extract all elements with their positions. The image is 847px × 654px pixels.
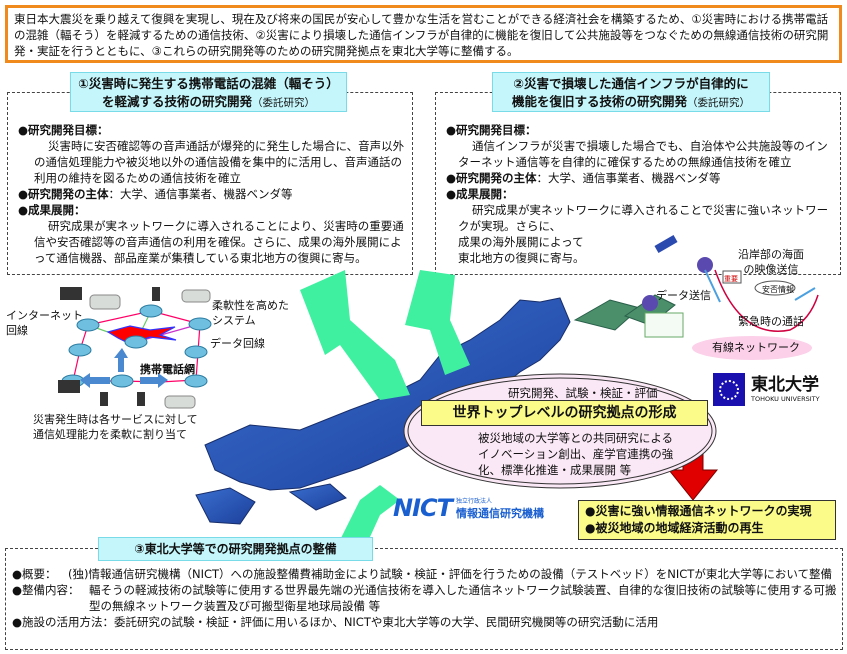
tohoku-name: 東北大学 [751,375,819,395]
box1-title: ①災害時に発生する携帯電話の混雑（輻そう） を軽減する技術の研究開発（委託研究） [70,72,347,112]
results-box: ●災害に強い情報通信ネットワークの実現 ●被災地域の地域経済活動の再生 [578,500,836,540]
emergency-call-label: 緊急時の通話 [738,315,804,328]
box3-title: ③東北大学等での研究開発拠点の整備 [98,537,373,561]
nict-logo: NICT 独立行政法人 情報通信研究機構 [393,494,544,522]
data-line-label: データ回線 [210,337,265,350]
box3-frame [5,548,843,650]
result-item: ●災害に強い情報通信ネットワークの実現 [585,504,812,518]
box1-actor-text: ：大学、通信事業者、機器ベンダ等 [108,187,293,201]
box1-goal-label: ●研究開発目標： [18,123,109,137]
flexible-system-label: 柔軟性を高めたシステム [212,299,289,327]
network-caption-line1: 災害発生時は各サービスに対して [33,413,198,426]
result-item: ●被災地域の地域経済活動の再生 [585,521,764,535]
box2-goal-text: 通信インフラが災害で損壊した場合でも、自治体や公共施設等のインターネット通信等を… [458,139,828,169]
mobile-network-label: 携帯電話網 [140,363,195,376]
box2-outcome-label: ●成果展開： [446,187,514,201]
wireless-diagram [642,235,819,360]
box1-outcome-text: 研究成果が実ネットワークに導入されることにより、災害時の重要通信や安否確認等の音… [34,219,404,265]
usage-text: 委託研究の試験・検証・評価に用いるほか、NICTや東北大学等の大学、民間研究機関… [114,615,659,629]
arrow-from-box3 [340,485,400,548]
phone-icons [89,289,211,409]
intro-summary: 東日本大震災を乗り越えて復興を実現し、現在及び将来の国民が安心して豊かな生活を営… [5,5,842,63]
box2-title-note: （委託研究） [687,97,750,109]
nict-sub1: 独立行政法人 [456,497,493,505]
box2-body: ●研究開発目標： 通信インフラが災害で損壊した場合でも、自治体や公共施設等のイン… [446,122,836,266]
box2-outcome-text1: 研究成果が実ネットワークに導入されることで災害に強いネットワークが実現。さらに、 [458,203,829,233]
internet-line-label: インターネット回線 [6,309,83,337]
important-tag: 重要 [724,275,738,283]
content-label: ●整備内容： [12,583,80,597]
building-icon [644,312,684,338]
box2-outcome-text3: 東北地方の復興に寄与。 [458,251,585,265]
box1-body: ●研究開発目標： 災害時に安否確認等の音声通話が爆発的に発生した場合に、音声以外… [18,122,408,266]
hub-bottom-text: 被災地域の大学等との共同研究によるイノベーション創出、産学官連携の強化、標準化推… [478,431,674,477]
coastal-video-label: 沿岸部の海面の映像送信 [738,248,804,276]
usage-label: ●施設の活用方法： [12,615,115,629]
overview-text: (独)情報通信研究機構（NICT）への施設整備費補助金により試験・検証・評価を行… [68,567,832,581]
green-arrows [300,270,470,548]
flow-arrows [80,348,168,388]
network-caption-line2: 通信処理能力を柔軟に割り当て [33,428,187,441]
box2-goal-label: ●研究開発目標： [446,123,537,137]
dish-icon [642,295,658,311]
box2-title-line1: ②災害で損壊した通信インフラが自律的に [513,76,749,91]
arrow-from-box2 [405,270,470,375]
wired-network-label: 有線ネットワーク [712,341,800,354]
hub-top-text: 研究開発、試験・検証・評価 [508,386,658,400]
box2-outcome-text2: 成果の海外展開によって [458,235,584,249]
arrow-from-box1 [300,270,410,400]
hub-title: 世界トップレベルの研究拠点の形成 [421,400,708,426]
box2-actor-label: ●研究開発の主体 [446,171,537,185]
tohoku-emblem-icon [713,373,745,406]
box1-title-note: （委託研究） [252,97,315,109]
data-transmission-label: データ送信 [656,289,711,302]
safety-info-label: 安否情報 [762,285,794,294]
nict-mark: NICT [393,494,453,522]
box1-title-line2: を軽減する技術の研究開発 [101,94,252,109]
device-icons [58,287,160,406]
japan-map [195,294,676,525]
box1-outcome-label: ●成果展開： [18,203,86,217]
box1-actor-label: ●研究開発の主体 [18,187,109,201]
content-text: 輻そうの軽減技術の試験等に使用する世界最先端の光通信技術を導入した通信ネットワー… [89,583,837,613]
box2-title: ②災害で損壊した通信インフラが自律的に 機能を復旧する技術の研究開発（委託研究） [492,72,770,112]
satellite-icon [654,235,678,253]
box2-title-line2: 機能を復旧する技術の研究開発 [511,94,687,109]
tohoku-university-logo: 東北大学 TOHOKU UNIVERSITY [713,373,820,406]
box1-title-line1: ①災害時に発生する携帯電話の混雑（輻そう） [78,76,339,91]
overview-label: ●概要： [12,567,57,581]
dish-icon [697,257,713,273]
tohoku-english: TOHOKU UNIVERSITY [751,395,820,403]
nict-sub2: 情報通信研究機構 [456,506,544,520]
box3-body: ●概要： (独)情報通信研究機構（NICT）への施設整備費補助金により試験・検証・… [12,566,838,630]
box2-actor-text: ：大学、通信事業者、機器ベンダ等 [536,171,721,185]
box1-goal-text: 災害時に安否確認等の音声通話が爆発的に発生した場合に、音声以外の通信処理能力や被… [34,139,405,185]
